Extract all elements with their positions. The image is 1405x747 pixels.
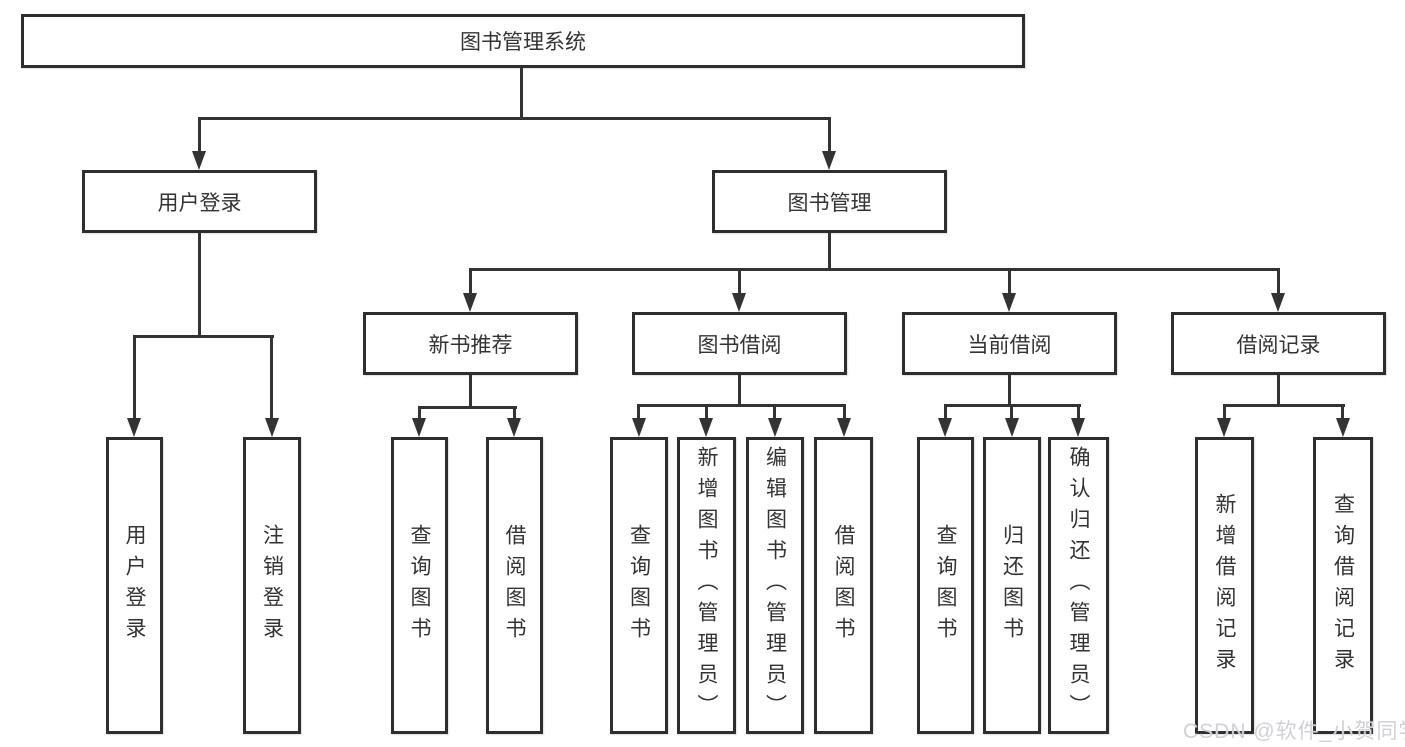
leaf-borrow-books: 借阅图书 (814, 437, 873, 734)
node-library-management-system: 图书管理系统 (21, 14, 1025, 68)
node-label: 借阅图书 (832, 523, 855, 648)
node-label: 查询图书 (934, 523, 957, 648)
connector-line (418, 406, 517, 409)
node-label: 归还图书 (1000, 523, 1024, 648)
node-label: 查询图书 (627, 523, 651, 648)
arrowhead-down-icon (632, 418, 646, 437)
node-borrowing-records: 借阅记录 (1171, 312, 1386, 375)
arrowhead-down-icon (1005, 418, 1019, 437)
leaf-add-books-admin: 新增图书（管理员） (677, 437, 736, 734)
node-label: 确认归还（管理员） (1067, 446, 1090, 725)
connector-line (270, 335, 273, 420)
node-label: 查询图书 (408, 523, 431, 648)
connector-line (1223, 404, 1345, 407)
leaf-borrow-books-recommend: 借阅图书 (486, 437, 543, 734)
node-label: 注销登录 (260, 523, 284, 648)
connector-line (1008, 375, 1011, 407)
arrowhead-down-icon (732, 293, 746, 312)
connector-line (1277, 375, 1280, 407)
node-book-management: 图书管理 (712, 170, 947, 233)
arrowhead-down-icon (768, 418, 782, 437)
connector-line (738, 268, 741, 295)
node-label: 借阅记录 (1236, 333, 1321, 357)
connector-line (133, 335, 274, 338)
node-label: 图书借阅 (697, 333, 782, 357)
node-label: 新增借阅记录 (1213, 492, 1236, 679)
node-new-book-recommendation: 新书推荐 (363, 312, 578, 375)
leaf-logout: 注销登录 (243, 437, 301, 734)
connector-line (944, 404, 947, 420)
node-current-borrowing: 当前借阅 (902, 312, 1117, 375)
arrowhead-down-icon (1336, 418, 1350, 437)
connector-line (773, 404, 776, 420)
node-label: 编辑图书（管理员） (763, 446, 787, 725)
connector-line (1223, 404, 1226, 420)
connector-line (738, 375, 741, 407)
node-label: 用户登录 (123, 523, 146, 648)
connector-line (1341, 404, 1344, 420)
connector-line (469, 375, 472, 408)
arrowhead-down-icon (938, 418, 952, 437)
connector-line (637, 404, 846, 407)
connector-line (843, 404, 846, 420)
node-label: 新书推荐 (428, 333, 513, 357)
arrowhead-down-icon (1071, 418, 1085, 437)
connector-line (828, 117, 831, 153)
arrowhead-down-icon (412, 418, 426, 437)
connector-line (1077, 404, 1080, 420)
node-label: 借阅图书 (503, 523, 526, 648)
leaf-add-borrow-record: 新增借阅记录 (1195, 437, 1254, 734)
node-label: 当前借阅 (967, 333, 1052, 357)
leaf-query-books-recommend: 查询图书 (391, 437, 448, 734)
connector-line (133, 335, 136, 420)
arrowhead-down-icon (127, 418, 141, 437)
leaf-user-login: 用户登录 (106, 437, 163, 734)
leaf-edit-books-admin: 编辑图书（管理员） (746, 437, 804, 734)
connector-line (828, 233, 831, 270)
node-label: 图书管理系统 (460, 31, 586, 54)
node-label: 图书管理 (787, 191, 872, 215)
arrowhead-down-icon (1002, 293, 1016, 312)
arrowhead-down-icon (463, 293, 477, 312)
connector-line (520, 68, 523, 118)
arrowhead-down-icon (822, 151, 836, 170)
node-label: 用户登录 (157, 191, 242, 215)
connector-line (513, 406, 516, 420)
node-label: 查询借阅记录 (1331, 492, 1355, 679)
connector-line (637, 404, 640, 420)
connector-line (469, 268, 1280, 271)
leaf-query-borrow-record: 查询借阅记录 (1313, 437, 1373, 734)
arrowhead-down-icon (699, 418, 713, 437)
node-user-login: 用户登录 (82, 170, 317, 233)
arrowhead-down-icon (192, 151, 206, 170)
arrowhead-down-icon (1271, 293, 1285, 312)
connector-line (418, 406, 421, 420)
leaf-confirm-return-admin: 确认归还（管理员） (1048, 437, 1109, 734)
connector-line (1008, 268, 1011, 295)
csdn-watermark: CSDN @软件_小贺同学 (1183, 720, 1405, 743)
leaf-return-books: 归还图书 (983, 437, 1041, 734)
connector-line (198, 233, 201, 335)
node-book-borrowing: 图书借阅 (632, 312, 847, 375)
connector-line (1010, 404, 1013, 420)
connector-line (198, 117, 831, 120)
connector-line (198, 117, 201, 153)
leaf-query-books-borrowing: 查询图书 (610, 437, 668, 734)
arrowhead-down-icon (265, 418, 279, 437)
leaf-query-books-current: 查询图书 (917, 437, 974, 734)
connector-line (469, 268, 472, 295)
arrowhead-down-icon (837, 418, 851, 437)
arrowhead-down-icon (507, 418, 521, 437)
connector-line (1277, 268, 1280, 295)
node-label: 新增图书（管理员） (695, 446, 718, 725)
connector-line (705, 404, 708, 420)
arrowhead-down-icon (1217, 418, 1231, 437)
